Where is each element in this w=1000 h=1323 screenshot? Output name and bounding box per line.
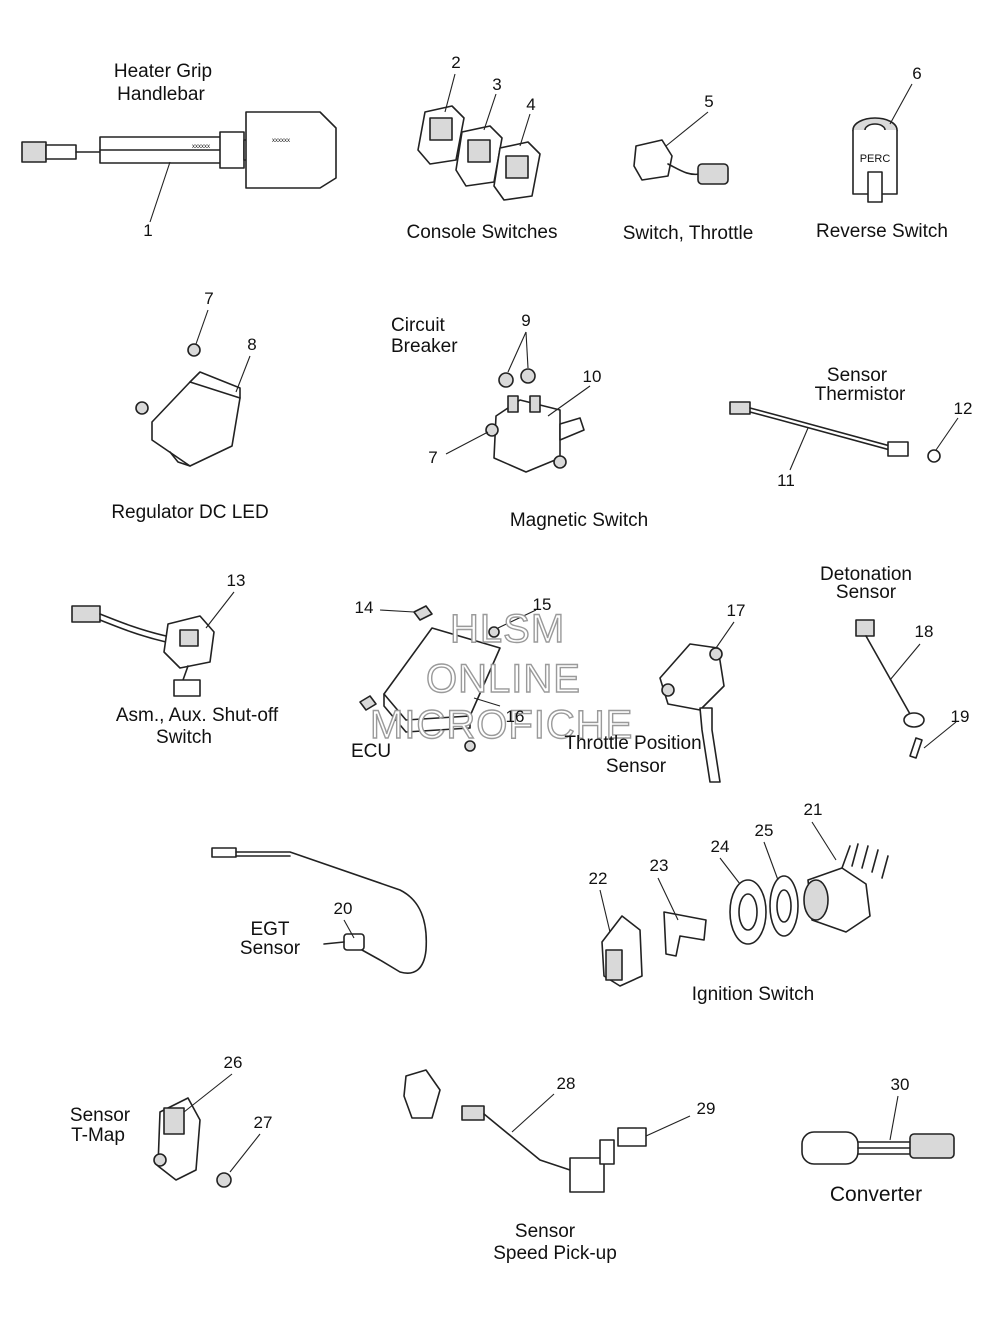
part-number-18: 18 (915, 622, 934, 641)
label-converter: Converter (830, 1183, 922, 1206)
part-number-3: 3 (492, 75, 501, 94)
part-number-5: 5 (704, 92, 713, 111)
ecu-illustration (359, 605, 501, 752)
svg-text:xxxxxx: xxxxxx (272, 138, 290, 144)
label-egt-2: Sensor (240, 938, 301, 959)
label-aux-shutoff-1: Asm., Aux. Shut-off (116, 705, 279, 726)
part-number-2: 2 (451, 53, 460, 72)
throttle-switch-illustration (633, 139, 729, 185)
label-ecu: ECU (351, 741, 391, 762)
label-detonation-2: Sensor (836, 582, 897, 603)
part-number-6: 6 (912, 64, 921, 83)
label-aux-shutoff-2: Switch (156, 727, 212, 748)
label-regulator: Regulator DC LED (111, 502, 268, 523)
label-heater-grip-2: Handlebar (117, 84, 205, 105)
label-tps-1: Throttle Position (564, 733, 701, 754)
magnetic-switch-illustration (485, 368, 585, 473)
label-switch-throttle: Switch, Throttle (623, 223, 754, 244)
part-number-7a: 7 (204, 289, 213, 308)
label-tmap-2: T-Map (71, 1125, 125, 1146)
part-number-9: 9 (521, 311, 530, 330)
label-sensor-thermistor-1: Sensor (827, 365, 888, 386)
svg-text:HLSM: HLSM (450, 607, 565, 651)
thermistor-illustration (729, 401, 941, 463)
part-number-12: 12 (954, 399, 973, 418)
part-number-1: 1 (143, 221, 152, 240)
label-speed-pickup-2: Speed Pick-up (493, 1243, 617, 1264)
part-number-10: 10 (583, 367, 602, 386)
label-magnetic-switch: Magnetic Switch (510, 510, 648, 531)
label-tps-2: Sensor (606, 756, 667, 777)
converter-illustration (801, 1131, 955, 1165)
label-tmap-1: Sensor (70, 1105, 131, 1126)
reverse-switch-illustration (852, 117, 898, 203)
part-number-4: 4 (526, 95, 535, 114)
part-number-29: 29 (697, 1099, 716, 1118)
part-number-19: 19 (951, 707, 970, 726)
detonation-sensor-illustration (855, 619, 925, 759)
label-console-switches: Console Switches (406, 222, 557, 243)
part-numbers: 1 2 3 4 5 6 7 8 9 10 7 11 12 13 14 15 16… (143, 53, 972, 1132)
part-number-21: 21 (804, 800, 823, 819)
label-egt-1: EGT (250, 919, 289, 940)
part-number-27: 27 (254, 1113, 273, 1132)
part-number-11: 11 (777, 471, 795, 490)
label-perc: PERC (860, 153, 891, 165)
group-labels: Heater Grip Handlebar Console Switches S… (70, 61, 948, 1264)
part-number-7b: 7 (428, 448, 437, 467)
label-sensor-thermistor-2: Thermistor (815, 384, 906, 405)
part-number-15: 15 (533, 595, 552, 614)
label-breaker: Breaker (391, 336, 458, 357)
regulator-illustration (135, 343, 241, 467)
egt-sensor-illustration (211, 847, 428, 974)
ignition-switch-illustration (601, 843, 889, 987)
label-ignition-switch: Ignition Switch (692, 984, 815, 1005)
part-number-16: 16 (506, 707, 525, 726)
label-speed-pickup-1: Sensor (515, 1221, 576, 1242)
tmap-sensor-illustration (153, 1097, 232, 1188)
part-number-8: 8 (247, 335, 256, 354)
watermark: HLSM ONLINE MICROFICHE (369, 606, 633, 747)
label-heater-grip-1: Heater Grip (114, 61, 212, 82)
part-number-14: 14 (355, 598, 374, 617)
svg-text:ONLINE: ONLINE (426, 657, 581, 701)
part-number-24: 24 (711, 837, 730, 856)
svg-text:xxxxxx: xxxxxx (192, 144, 210, 150)
tps-illustration (659, 643, 725, 783)
part-number-26: 26 (224, 1053, 243, 1072)
label-reverse-switch: Reverse Switch (816, 221, 948, 242)
part-number-30: 30 (891, 1075, 910, 1094)
part-number-23: 23 (650, 856, 669, 875)
part-number-20: 20 (334, 899, 353, 918)
part-number-13: 13 (227, 571, 246, 590)
heater-grip-illustration: xxxxxx xxxxxx (21, 111, 337, 189)
label-circuit: Circuit (391, 315, 446, 336)
console-switches-illustration (417, 105, 541, 201)
label-detonation-1: Detonation (820, 564, 912, 585)
aux-shutoff-illustration (71, 605, 215, 697)
part-number-25: 25 (755, 821, 774, 840)
svg-text:MICROFICHE: MICROFICHE (370, 703, 633, 747)
speed-pickup-illustration (403, 1069, 647, 1193)
part-number-22: 22 (589, 869, 608, 888)
part-number-28: 28 (557, 1074, 576, 1093)
part-number-17: 17 (727, 601, 746, 620)
